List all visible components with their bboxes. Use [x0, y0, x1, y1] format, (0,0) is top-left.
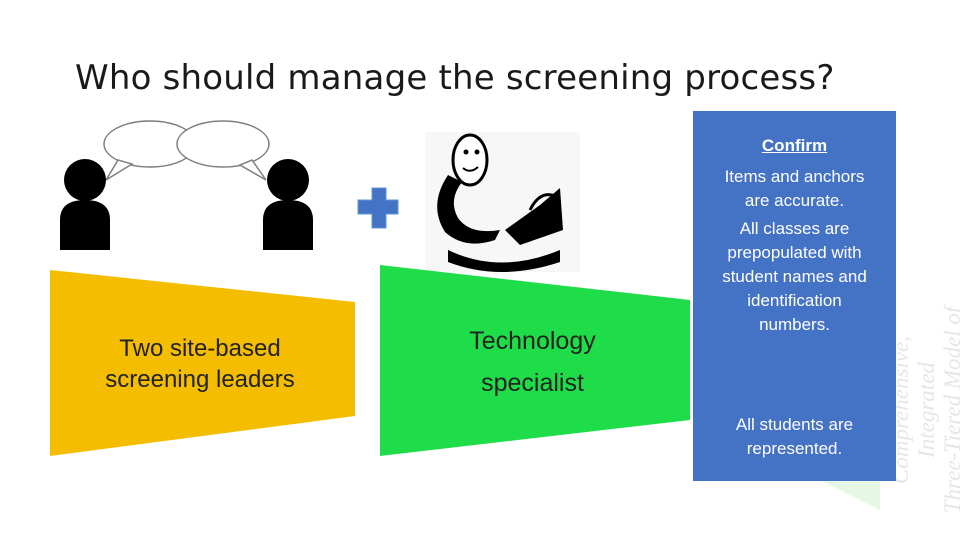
slide-title: Who should manage the screening process? — [75, 58, 835, 98]
confirm-panel — [693, 111, 896, 481]
confirm-item2-line1: All classes are — [739, 219, 850, 238]
computer-user-icon — [425, 132, 580, 272]
person-icon-right — [263, 159, 313, 250]
confirm-item-represented: All students are represented. — [693, 413, 896, 461]
watermark-title: Comprehensive, Integrated Three-Tiered M… — [888, 290, 960, 530]
confirm-item-accurate: Items and anchors are accurate. — [693, 165, 896, 213]
confirm-item3-line2: represented. — [746, 439, 843, 458]
leaders-label: Two site-based screening leaders — [70, 333, 330, 395]
confirm-item2-line3: student names and — [722, 267, 867, 286]
leaders-label-line1: Two site-based — [119, 335, 281, 362]
confirm-item-prepopulated: All classes are prepopulated with studen… — [693, 217, 896, 337]
leaders-label-line2: screening leaders — [105, 366, 295, 393]
watermark-line2: Three-Tiered Model of Prevention — [940, 306, 960, 514]
confirm-heading: Confirm — [761, 136, 828, 155]
confirm-item2-line5: numbers. — [759, 315, 830, 334]
confirm-item1-line1: Items and anchors — [724, 167, 865, 186]
specialist-block — [380, 265, 690, 456]
specialist-label-line1: Technology — [469, 327, 596, 355]
specialist-label: Technology specialist — [440, 320, 625, 404]
person-icon-left — [60, 159, 110, 250]
leaders-block — [50, 270, 355, 456]
confirm-item1-line2: are accurate. — [744, 191, 845, 210]
speech-bubbles-icon — [103, 120, 270, 181]
confirm-item2-line2: prepopulated with — [727, 243, 862, 262]
confirm-item2-line4: identification — [747, 291, 842, 310]
plus-icon — [357, 187, 399, 229]
specialist-label-line2: specialist — [481, 369, 584, 397]
confirm-item3-line1: All students are — [735, 415, 854, 434]
